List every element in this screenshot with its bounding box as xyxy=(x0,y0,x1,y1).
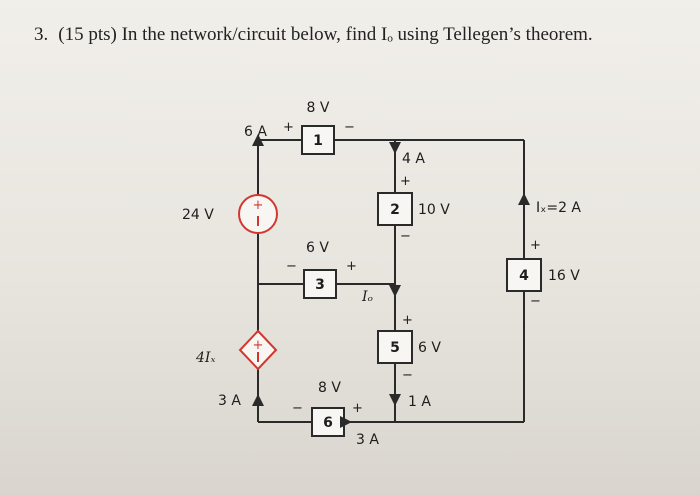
arrow-Io-icon xyxy=(389,285,401,297)
arrow-1A-icon xyxy=(389,394,401,406)
element-1-label: 1 xyxy=(313,133,323,149)
element-3-minus: − xyxy=(286,259,297,274)
element-5: 5 xyxy=(377,330,413,364)
element-2: 2 xyxy=(377,192,413,226)
dep-source-plus-sign: + xyxy=(253,338,264,353)
element-3-plus: + xyxy=(346,259,357,274)
question-number: 3. xyxy=(34,24,49,45)
arrow-4A-icon xyxy=(389,142,401,154)
element-5-current: 1 A xyxy=(408,394,431,410)
element-6-plus: + xyxy=(352,401,363,416)
element-2-plus: + xyxy=(400,174,411,189)
dependent-source-label: 4Iₓ xyxy=(195,350,215,366)
element-4-minus: − xyxy=(530,294,541,309)
source-24V-label: 24 V xyxy=(182,207,214,223)
element-5-label: 5 xyxy=(390,340,400,356)
dependent-voltage-source: + xyxy=(238,329,278,371)
arrow-Ix-icon xyxy=(518,193,530,205)
element-3-voltage: 6 V xyxy=(306,240,329,256)
element-6-voltage: 8 V xyxy=(318,380,341,396)
element-1: 1 xyxy=(301,125,335,155)
current-arrows xyxy=(252,134,530,428)
element-2-minus: − xyxy=(400,229,411,244)
element-5-minus: − xyxy=(402,368,413,383)
element-4-voltage: 16 V xyxy=(548,268,580,284)
element-2-voltage: 10 V xyxy=(418,202,450,218)
element-3: 3 xyxy=(303,269,337,299)
independent-voltage-source: + xyxy=(238,194,278,234)
element-2-current: 4 A xyxy=(402,151,425,167)
element-1-current: 6 A xyxy=(244,124,267,140)
source-plus-sign: + xyxy=(253,198,264,213)
element-3-label: 3 xyxy=(315,277,325,293)
dependent-current-label: 3 A xyxy=(218,393,241,409)
arrow-3A-left-icon xyxy=(252,394,264,406)
element-6-minus: − xyxy=(292,401,303,416)
question-text: 3. (15 pts) In the network/circuit below,… xyxy=(34,24,593,46)
element-4-label: 4 xyxy=(519,268,529,284)
element-6-label: 6 xyxy=(323,415,333,431)
element-5-voltage: 6 V xyxy=(418,340,441,356)
element-4-current-Ix: Iₓ=2 A xyxy=(536,200,581,216)
element-6: 6 xyxy=(311,407,345,437)
arrow-3A-bottom-icon xyxy=(340,416,352,428)
circuit-wires xyxy=(257,139,525,423)
element-1-voltage: 8 V xyxy=(307,100,330,116)
element-4-plus: + xyxy=(530,238,541,253)
question-body: (15 pts) In the network/circuit below, f… xyxy=(58,24,593,45)
element-3-current-Io: Iₒ xyxy=(361,289,373,305)
element-5-plus: + xyxy=(402,313,413,328)
element-1-plus: + xyxy=(283,120,294,135)
element-4: 4 xyxy=(506,258,542,292)
element-6-current: 3 A xyxy=(356,432,379,448)
arrow-6A-icon xyxy=(252,134,264,146)
element-1-minus: − xyxy=(344,120,355,135)
element-2-label: 2 xyxy=(390,202,400,218)
